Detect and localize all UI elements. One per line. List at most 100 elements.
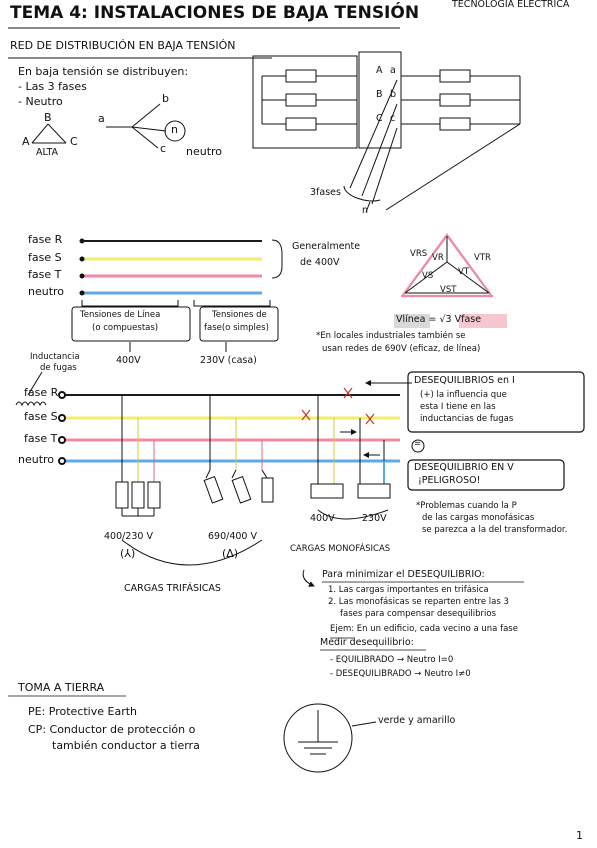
minimize-item-3: fases para compensar desequilibrios bbox=[340, 609, 497, 619]
box-desequilibrios bbox=[407, 371, 585, 433]
load-star-voltage: 400/230 V bbox=[104, 531, 153, 542]
mono-230v: 230V bbox=[362, 513, 387, 524]
trafo-label-c-lower: c bbox=[390, 113, 396, 124]
problem-note-line2: de las cargas monofásicas bbox=[422, 513, 535, 523]
desequilibrio-line2: (+) la influencia que bbox=[420, 390, 507, 400]
box-linea-line2: (o compuestas) bbox=[92, 323, 159, 333]
brace-400v bbox=[271, 239, 283, 279]
earth-cp-line2: también conductor a tierra bbox=[52, 739, 200, 752]
equal-sign: = bbox=[414, 439, 422, 449]
delta-loads bbox=[203, 395, 274, 504]
load-delta-symbol: (Δ) bbox=[222, 547, 239, 560]
load-delta-voltage: 690/400 V bbox=[208, 531, 257, 542]
tension-brackets bbox=[81, 300, 271, 352]
item-neutro: - Neutro bbox=[18, 95, 63, 108]
triangle-caption: ALTA bbox=[36, 147, 59, 158]
voltage-triangle-diagram bbox=[401, 233, 493, 298]
tri-vs: VS bbox=[422, 271, 434, 281]
measure-item-1: - EQUILIBRADO → Neutro I=0 bbox=[330, 655, 454, 665]
desequilibrio-line4: inductancias de fugas bbox=[420, 414, 514, 424]
star-neutro: neutro bbox=[186, 145, 223, 158]
formula: Vlínea = √3 Vfase bbox=[396, 314, 482, 325]
load-star-symbol: (⅄) bbox=[120, 547, 136, 560]
box-peligro bbox=[407, 459, 565, 491]
trafo-label-a-lower: a bbox=[390, 65, 396, 76]
tri-vt: VT bbox=[458, 267, 470, 277]
tri-vrs: VRS bbox=[410, 249, 428, 259]
star-b: b bbox=[162, 92, 169, 105]
tri-vst: VST bbox=[440, 285, 457, 295]
box-tensiones-fase bbox=[199, 306, 279, 342]
earth-colors-note: verde y amarillo bbox=[378, 715, 456, 726]
trafo-3fases: 3fases bbox=[310, 187, 341, 198]
circuit-label-r: fase R bbox=[24, 386, 59, 399]
cross-marks bbox=[301, 387, 375, 425]
abc-triangle-diagram bbox=[31, 123, 67, 144]
triangle-a: A bbox=[22, 135, 30, 148]
example-line: Ejem: En un edificio, cada vecino a una … bbox=[330, 624, 518, 634]
inductance-coil bbox=[15, 401, 47, 407]
subject-label: TECNOLOGÍA ELÉCTRICA bbox=[452, 0, 570, 10]
minimize-heading: Para minimizar el DESEQUILIBRIO: bbox=[322, 569, 485, 580]
tri-vr: VR bbox=[432, 253, 444, 263]
peligro-line1: DESEQUILIBRIO EN V bbox=[414, 462, 514, 473]
monophase-loads bbox=[310, 395, 391, 499]
problem-note-line3: se parezca a la del transformador. bbox=[422, 525, 568, 535]
mono-400v: 400V bbox=[310, 513, 335, 524]
star-c: c bbox=[160, 142, 167, 155]
earth-cp-line1: CP: Conductor de protección o bbox=[28, 723, 196, 736]
circuit-label-neutro: neutro bbox=[18, 453, 55, 466]
item-3-fases: - Las 3 fases bbox=[18, 80, 87, 93]
circuit-lines bbox=[58, 391, 400, 465]
section-heading: RED DE DISTRIBUCIÓN EN BAJA TENSIÓN bbox=[10, 39, 236, 52]
star-n: n bbox=[171, 123, 178, 136]
value-400v: 400V bbox=[116, 355, 141, 366]
box-linea-line1: Tensiones de Línea bbox=[80, 310, 161, 320]
tri-caption: CARGAS TRIFÁSICAS bbox=[124, 583, 221, 594]
mono-caption: CARGAS MONOFÁSICAS bbox=[290, 544, 391, 554]
measure-heading: Medir desequilibrio: bbox=[320, 637, 414, 648]
line-label-r: fase R bbox=[28, 233, 63, 246]
minimize-item-2: 2. Las monofásicas se reparten entre las… bbox=[328, 597, 509, 607]
note-400v: de 400V bbox=[300, 257, 340, 268]
earth-symbol bbox=[283, 703, 377, 773]
tri-vtr: VTR bbox=[474, 253, 491, 263]
page-number: 1 bbox=[576, 829, 583, 842]
triangle-c: C bbox=[70, 135, 78, 148]
circuit-label-t: fase T bbox=[24, 432, 58, 445]
desequilibrio-line1: DESEQUILIBRIOS en I bbox=[414, 375, 515, 386]
star-loads bbox=[115, 395, 161, 517]
triangle-b: B bbox=[44, 111, 52, 124]
inductance-label-line2: de fugas bbox=[40, 363, 77, 373]
box-tensiones-linea bbox=[71, 306, 191, 342]
problem-note-line1: *Problemas cuando la P bbox=[416, 501, 517, 511]
value-230v: 230V (casa) bbox=[200, 355, 257, 366]
star-a: a bbox=[98, 112, 105, 125]
note-generalmente: Generalmente bbox=[292, 241, 361, 252]
page-title: TEMA 4: INSTALACIONES DE BAJA TENSIÓN bbox=[10, 3, 420, 23]
desequilibrio-line3: esta I tiene en las bbox=[420, 402, 496, 412]
circuit-label-s: fase S bbox=[24, 410, 58, 423]
trafo-n: n bbox=[362, 205, 369, 216]
earth-pe: PE: Protective Earth bbox=[28, 705, 138, 718]
box-fase-line2: fase(o simples) bbox=[204, 323, 269, 333]
line-label-s: fase S bbox=[28, 251, 62, 264]
inductance-label-line1: Inductancia bbox=[30, 352, 80, 362]
line-label-neutro: neutro bbox=[28, 285, 65, 298]
intro-text: En baja tensión se distribuyen: bbox=[18, 65, 189, 78]
trafo-label-b-lower: b bbox=[390, 89, 397, 100]
minimize-item-1: 1. Las cargas importantes en trifásica bbox=[328, 585, 489, 595]
box-fase-line1: Tensiones de bbox=[212, 310, 267, 320]
vfase-highlight bbox=[459, 314, 507, 328]
equal-circle bbox=[411, 439, 425, 453]
industrial-note-line2: usan redes de 690V (eficaz, de línea) bbox=[322, 344, 481, 354]
vlinea-highlight bbox=[394, 314, 430, 328]
star-connection-diagram bbox=[106, 103, 186, 149]
earth-heading: TOMA A TIERRA bbox=[18, 681, 105, 694]
industrial-note-line1: *En locales industriales también se bbox=[316, 331, 466, 341]
measure-item-2: - DESEQUILIBRADO → Neutro I≠0 bbox=[330, 669, 471, 679]
trafo-label-b-upper: B bbox=[376, 89, 383, 100]
distribution-lines bbox=[79, 238, 262, 296]
